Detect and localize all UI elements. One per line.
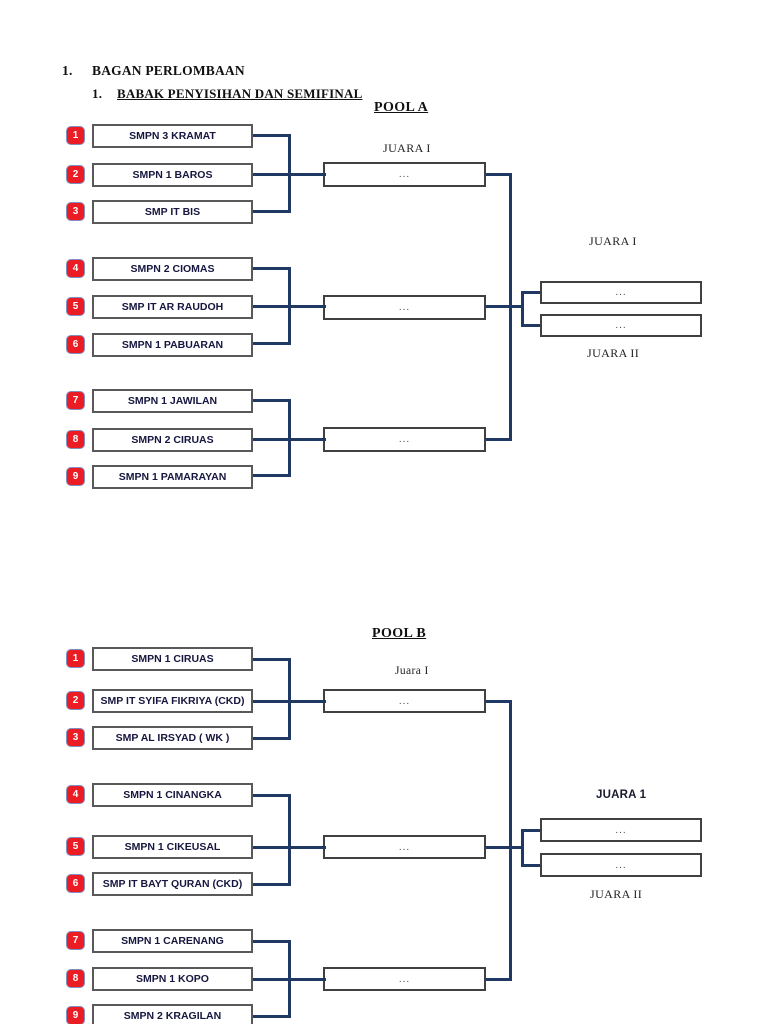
pool-b-title: POOL B bbox=[372, 626, 427, 641]
seed-badge: 1 bbox=[66, 649, 85, 668]
connector-line bbox=[288, 134, 291, 213]
connector-line bbox=[486, 700, 512, 703]
seed-badge: 5 bbox=[66, 837, 85, 856]
pool-b-final-label-top: JUARA 1 bbox=[596, 789, 647, 801]
pool-b-semi-label: Juara I bbox=[395, 665, 429, 677]
team-box: SMPN 1 JAWILAN bbox=[92, 389, 253, 413]
match-box: ... bbox=[323, 689, 486, 713]
connector-line bbox=[509, 173, 512, 441]
team-box: SMP IT BIS bbox=[92, 200, 253, 224]
seed-badge: 9 bbox=[66, 467, 85, 486]
seed-badge: 6 bbox=[66, 874, 85, 893]
team-box: SMPN 1 CIKEUSAL bbox=[92, 835, 253, 859]
team-box: SMPN 3 KRAMAT bbox=[92, 124, 253, 148]
connector-line bbox=[253, 210, 291, 213]
seed-badge: 3 bbox=[66, 728, 85, 747]
seed-badge: 1 bbox=[66, 126, 85, 145]
connector-line bbox=[288, 794, 291, 886]
heading-number: 1. bbox=[62, 63, 73, 78]
pool-a-final-label-top: JUARA I bbox=[589, 234, 637, 248]
connector-line bbox=[521, 324, 540, 327]
connector-line bbox=[521, 291, 540, 294]
connector-line bbox=[253, 940, 291, 943]
team-box: SMPN 1 CARENANG bbox=[92, 929, 253, 953]
team-box: SMP IT BAYT QURAN (CKD) bbox=[92, 872, 253, 896]
page-title: BAGAN PERLOMBAAN bbox=[92, 63, 245, 78]
connector-line bbox=[253, 134, 291, 137]
connector-line bbox=[486, 173, 512, 176]
connector-line bbox=[253, 474, 291, 477]
seed-badge: 9 bbox=[66, 1006, 85, 1024]
final-box: ... bbox=[540, 314, 702, 337]
connector-line bbox=[509, 700, 512, 981]
seed-badge: 2 bbox=[66, 165, 85, 184]
seed-badge: 6 bbox=[66, 335, 85, 354]
connector-line bbox=[253, 794, 291, 797]
final-box: ... bbox=[540, 853, 702, 877]
seed-badge: 8 bbox=[66, 969, 85, 988]
team-box: SMPN 2 CIRUAS bbox=[92, 428, 253, 452]
team-box: SMP IT SYIFA FIKRIYA (CKD) bbox=[92, 689, 253, 713]
connector-line bbox=[288, 399, 291, 477]
team-box: SMPN 1 CINANGKA bbox=[92, 783, 253, 807]
seed-badge: 5 bbox=[66, 297, 85, 316]
connector-line bbox=[521, 291, 524, 327]
team-box: SMP AL IRSYAD ( WK ) bbox=[92, 726, 253, 750]
subheading-number: 1. bbox=[92, 86, 103, 101]
connector-line bbox=[288, 267, 291, 345]
seed-badge: 7 bbox=[66, 931, 85, 950]
team-box: SMP IT AR RAUDOH bbox=[92, 295, 253, 319]
seed-badge: 8 bbox=[66, 430, 85, 449]
final-box: ... bbox=[540, 818, 702, 842]
pool-a-semi-label: JUARA I bbox=[383, 141, 431, 155]
section-title: BABAK PENYISIHAN DAN SEMIFINAL bbox=[117, 86, 363, 101]
team-box: SMPN 1 KOPO bbox=[92, 967, 253, 991]
connector-line bbox=[521, 829, 540, 832]
pool-a-final-label-bottom: JUARA II bbox=[587, 346, 640, 360]
pool-b-final-label-bottom: JUARA II bbox=[590, 887, 643, 901]
connector-line bbox=[253, 1015, 291, 1018]
final-box: ... bbox=[540, 281, 702, 304]
match-box: ... bbox=[323, 967, 486, 991]
team-box: SMPN 1 PAMARAYAN bbox=[92, 465, 253, 489]
match-box: ... bbox=[323, 835, 486, 859]
connector-line bbox=[288, 940, 291, 1018]
seed-badge: 3 bbox=[66, 202, 85, 221]
match-box: ... bbox=[323, 427, 486, 452]
team-box: SMPN 1 BAROS bbox=[92, 163, 253, 187]
team-box: SMPN 1 PABUARAN bbox=[92, 333, 253, 357]
team-box: SMPN 1 CIRUAS bbox=[92, 647, 253, 671]
connector-line bbox=[288, 658, 291, 740]
team-box: SMPN 2 KRAGILAN bbox=[92, 1004, 253, 1024]
connector-line bbox=[486, 978, 512, 981]
connector-line bbox=[486, 305, 524, 308]
match-box: ... bbox=[323, 295, 486, 320]
connector-line bbox=[521, 864, 540, 867]
seed-badge: 2 bbox=[66, 691, 85, 710]
connector-line bbox=[253, 883, 291, 886]
connector-line bbox=[486, 438, 512, 441]
seed-badge: 4 bbox=[66, 785, 85, 804]
seed-badge: 7 bbox=[66, 391, 85, 410]
connector-line bbox=[486, 846, 524, 849]
connector-line bbox=[253, 658, 291, 661]
connector-line bbox=[253, 267, 291, 270]
match-box: ... bbox=[323, 162, 486, 187]
connector-line bbox=[521, 829, 524, 867]
connector-line bbox=[253, 399, 291, 402]
team-box: SMPN 2 CIOMAS bbox=[92, 257, 253, 281]
pool-a-title: POOL A bbox=[374, 100, 429, 115]
seed-badge: 4 bbox=[66, 259, 85, 278]
connector-line bbox=[253, 737, 291, 740]
connector-line bbox=[253, 342, 291, 345]
